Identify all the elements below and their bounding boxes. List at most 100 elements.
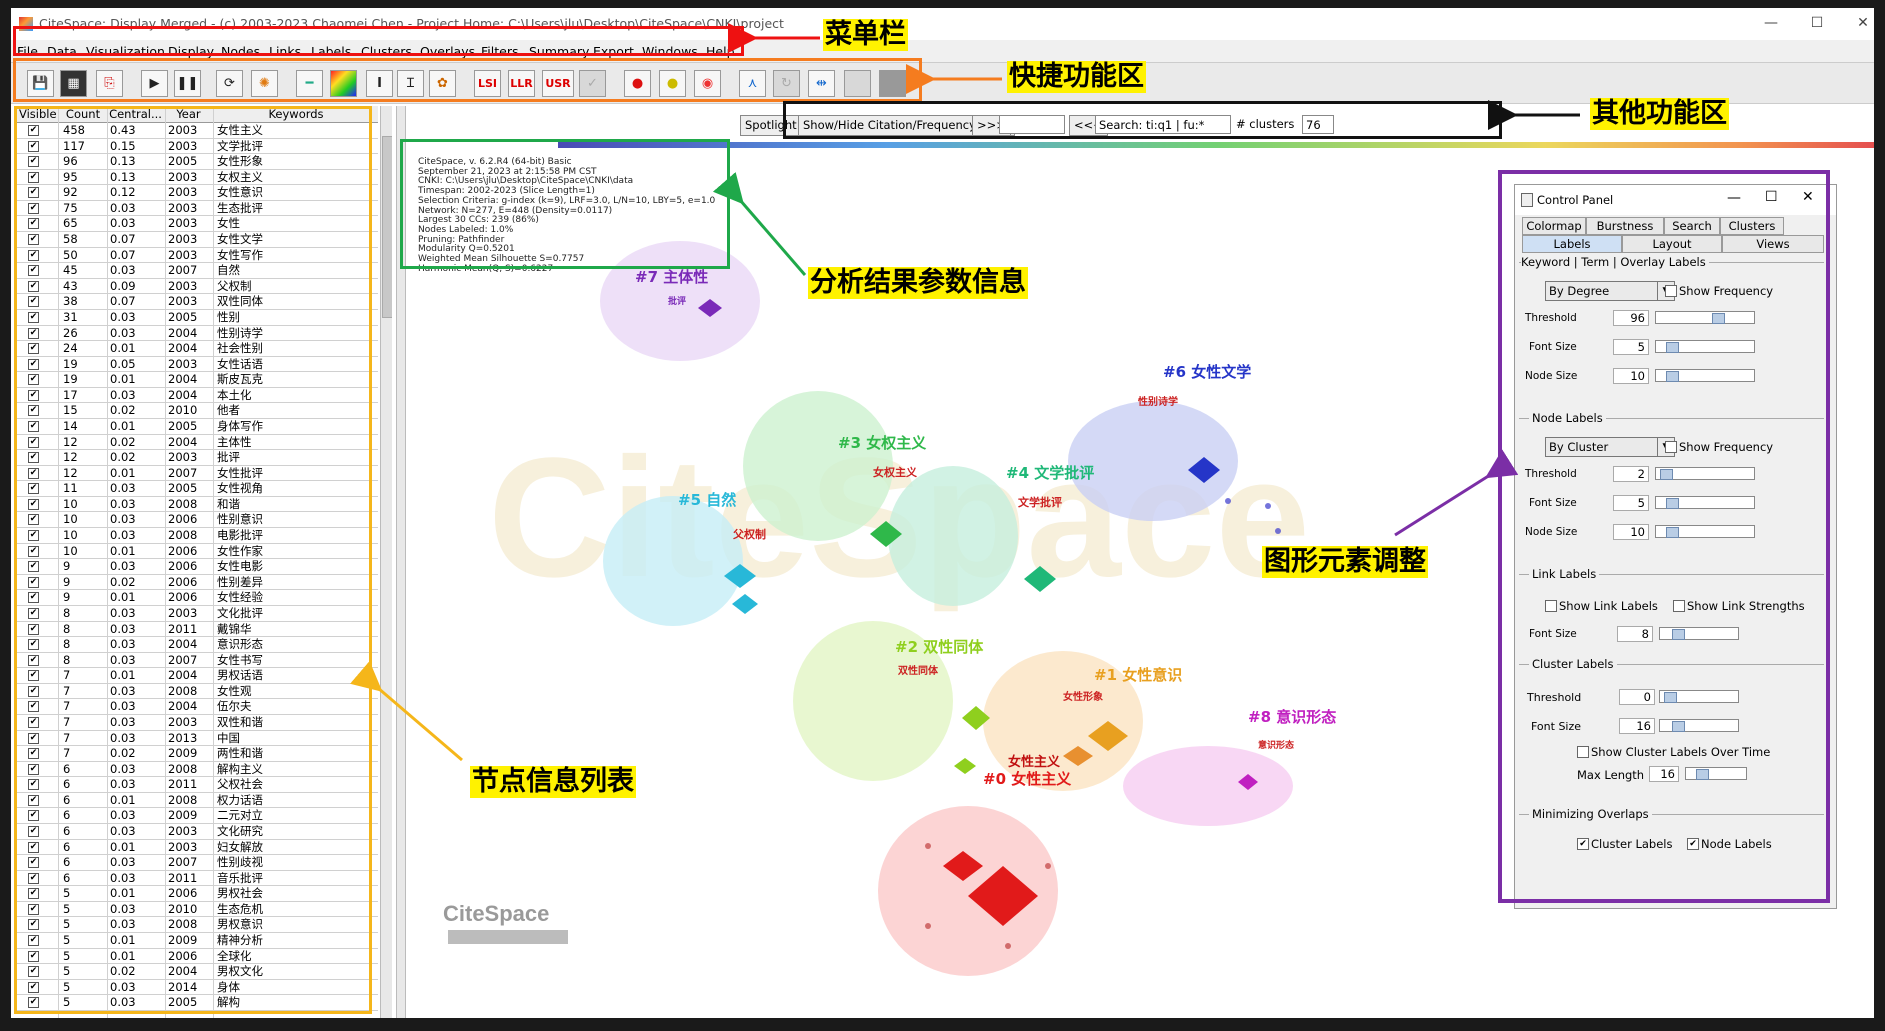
visible-checkbox[interactable]: ✔ bbox=[28, 202, 39, 214]
visible-checkbox[interactable]: ✔ bbox=[28, 872, 39, 884]
visible-checkbox[interactable]: ✔ bbox=[28, 125, 39, 136]
visible-checkbox[interactable]: ✔ bbox=[28, 311, 39, 323]
nl-node-size-value[interactable]: 10 bbox=[1613, 524, 1649, 540]
cl-threshold-value[interactable]: 0 bbox=[1619, 689, 1655, 705]
visible-checkbox[interactable]: ✔ bbox=[28, 280, 39, 292]
cp-maximize-button[interactable]: ☐ bbox=[1765, 189, 1778, 205]
clapper-icon[interactable]: ▦ bbox=[60, 70, 87, 97]
visible-checkbox[interactable]: ✔ bbox=[28, 249, 39, 261]
visible-checkbox[interactable]: ✔ bbox=[28, 810, 39, 822]
visible-checkbox[interactable]: ✔ bbox=[28, 794, 39, 806]
visible-checkbox[interactable]: ✔ bbox=[28, 171, 39, 183]
close-button[interactable]: ✕ bbox=[1857, 15, 1869, 31]
nodes-yellow-icon[interactable]: ● bbox=[659, 70, 686, 97]
visible-checkbox[interactable]: ✔ bbox=[28, 654, 39, 666]
cluster-label-5[interactable]: #5 自然 bbox=[678, 491, 737, 509]
visible-checkbox[interactable]: ✔ bbox=[28, 405, 39, 417]
refresh-icon[interactable]: ⟳ bbox=[216, 70, 243, 97]
visible-checkbox[interactable]: ✔ bbox=[28, 514, 39, 526]
cl-font-size-slider[interactable] bbox=[1659, 719, 1739, 732]
visible-checkbox[interactable]: ✔ bbox=[28, 592, 39, 604]
visible-checkbox[interactable]: ✔ bbox=[28, 498, 39, 510]
split-divider[interactable] bbox=[396, 106, 406, 1018]
line-icon[interactable]: ━ bbox=[296, 70, 323, 97]
max-length-slider[interactable] bbox=[1685, 767, 1747, 780]
nl-node-size-slider[interactable] bbox=[1655, 525, 1755, 538]
cp-minimize-button[interactable]: — bbox=[1727, 190, 1741, 206]
cluster-label-1[interactable]: #1 女性意识 bbox=[1094, 666, 1183, 684]
visible-checkbox[interactable]: ✔ bbox=[28, 826, 39, 838]
cluster-label-8[interactable]: #8 意识形态 bbox=[1248, 708, 1337, 726]
overlap-node-checkbox[interactable]: ✔ bbox=[1687, 838, 1699, 850]
visible-checkbox[interactable]: ✔ bbox=[28, 483, 39, 495]
tab-search[interactable]: Search bbox=[1664, 217, 1720, 235]
kw-show-frequency-checkbox[interactable] bbox=[1665, 285, 1677, 297]
cluster-label-6[interactable]: #6 女性文学 bbox=[1163, 363, 1252, 381]
visible-checkbox[interactable]: ✔ bbox=[28, 358, 39, 370]
ll-font-size-slider[interactable] bbox=[1659, 627, 1739, 640]
show-link-labels-checkbox[interactable] bbox=[1545, 600, 1557, 612]
palette-icon[interactable]: ✿ bbox=[429, 70, 456, 97]
play-icon[interactable]: ▶ bbox=[141, 70, 168, 97]
kw-font-size-value[interactable]: 5 bbox=[1613, 339, 1649, 355]
col-year[interactable]: Year bbox=[176, 107, 201, 121]
network-icon[interactable]: ⋏ bbox=[739, 70, 766, 97]
visible-checkbox[interactable]: ✔ bbox=[28, 420, 39, 432]
col-count[interactable]: Count bbox=[65, 107, 101, 121]
tab-labels[interactable]: Labels bbox=[1522, 235, 1622, 253]
burst-toggle-button[interactable]: Show/Hide Citation/Frequency Burst bbox=[798, 115, 1015, 136]
visible-checkbox[interactable]: ✔ bbox=[28, 639, 39, 651]
visible-checkbox[interactable]: ✔ bbox=[28, 452, 39, 464]
cluster-label-2[interactable]: #2 双性同体 bbox=[895, 638, 984, 656]
save-icon[interactable]: 💾 bbox=[27, 70, 54, 97]
visible-checkbox[interactable]: ✔ bbox=[28, 140, 39, 152]
visible-checkbox[interactable]: ✔ bbox=[28, 748, 39, 760]
visible-checkbox[interactable]: ✔ bbox=[28, 218, 39, 230]
visible-checkbox[interactable]: ✔ bbox=[28, 389, 39, 401]
cp-close-button[interactable]: ✕ bbox=[1802, 189, 1814, 205]
visible-checkbox[interactable]: ✔ bbox=[28, 841, 39, 853]
tab-clusters[interactable]: Clusters bbox=[1720, 217, 1784, 235]
tab-layout[interactable]: Layout bbox=[1622, 235, 1722, 253]
nl-show-frequency-checkbox[interactable] bbox=[1665, 441, 1677, 453]
burst-icon[interactable]: ✺ bbox=[251, 70, 278, 97]
visible-checkbox[interactable]: ✔ bbox=[28, 701, 39, 713]
visible-checkbox[interactable]: ✔ bbox=[28, 545, 39, 557]
llr-button[interactable]: LLR bbox=[508, 70, 535, 97]
scroll-thumb[interactable] bbox=[382, 136, 392, 318]
visible-checkbox[interactable]: ✔ bbox=[28, 732, 39, 744]
visible-checkbox[interactable]: ✔ bbox=[28, 156, 39, 168]
text-bold-icon[interactable]: I bbox=[366, 70, 393, 97]
visible-checkbox[interactable]: ✔ bbox=[28, 327, 39, 339]
visible-checkbox[interactable]: ✔ bbox=[28, 561, 39, 573]
nl-threshold-slider[interactable] bbox=[1655, 467, 1755, 480]
